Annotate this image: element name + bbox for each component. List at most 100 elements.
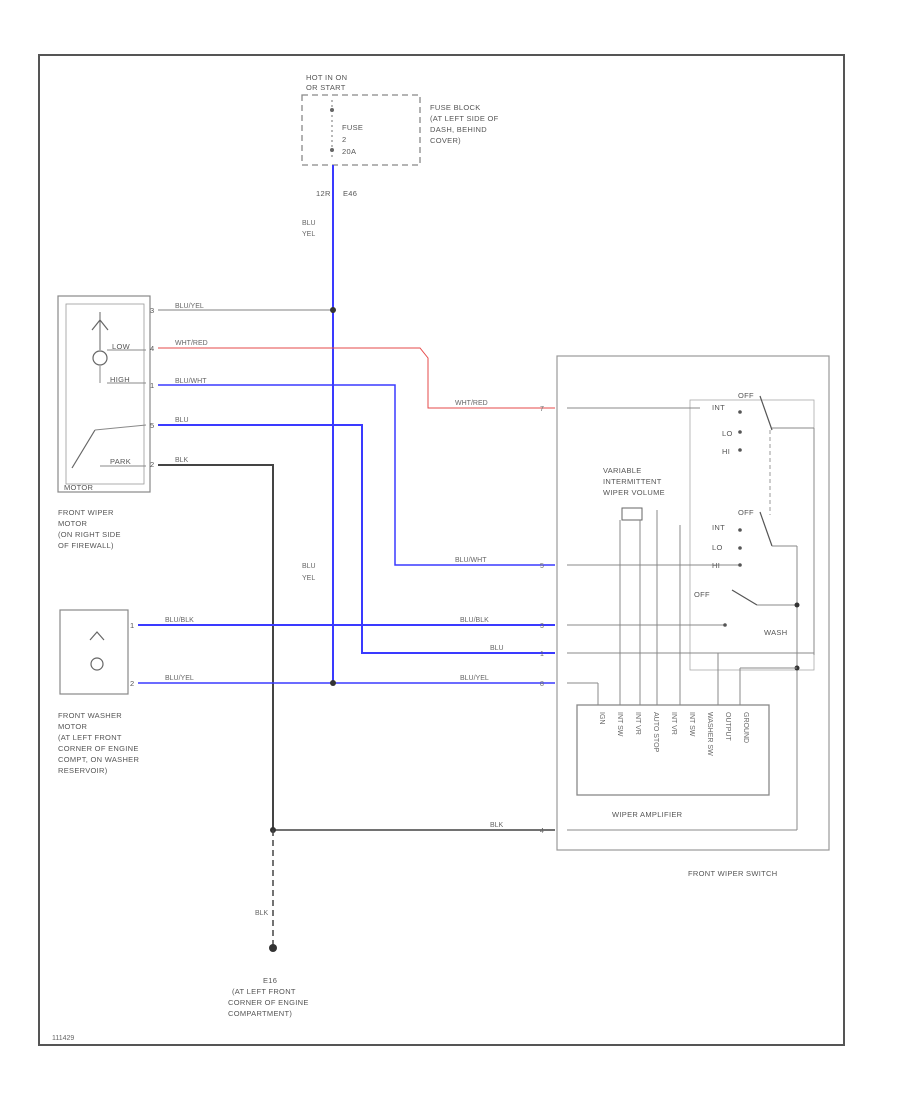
amp-term-int-vr-1: INT VR bbox=[634, 712, 641, 735]
ground-wire-color: BLK bbox=[255, 910, 269, 917]
mid-int-label: INT bbox=[712, 523, 725, 532]
washer-label-1: FRONT WASHER bbox=[58, 711, 122, 720]
figure-id: 111429 bbox=[52, 1035, 74, 1042]
blk-wire bbox=[158, 464, 274, 830]
fuse-location-4: COVER) bbox=[430, 136, 461, 145]
mid-feed-color-2: YEL bbox=[302, 575, 315, 582]
amplifier-terminals: IGN INT SW INT VR AUTO STOP INT VR INT S… bbox=[598, 712, 749, 756]
amp-term-output: OUTPUT bbox=[724, 712, 731, 742]
fuse-block-outline bbox=[301, 94, 421, 166]
top-off-label: OFF bbox=[738, 391, 754, 400]
ground-location-3: COMPARTMENT) bbox=[228, 1009, 292, 1018]
washer-label-3: (AT LEFT FRONT bbox=[58, 733, 122, 742]
wht-red-wire bbox=[158, 347, 555, 409]
mid-feed-color-1: BLU bbox=[302, 563, 316, 570]
motor-high-label: HIGH bbox=[110, 375, 130, 384]
washer-off-label: OFF bbox=[694, 590, 710, 599]
switch-pin-1: 1 bbox=[540, 651, 544, 658]
top-hi-label: HI bbox=[722, 447, 730, 456]
fuse-amperage: 20A bbox=[342, 147, 356, 156]
washer-label-5: COMPT, ON WASHER bbox=[58, 755, 139, 764]
fuse-label: FUSE bbox=[342, 123, 363, 132]
amp-term-int-vr-2: INT VR bbox=[670, 712, 677, 735]
ground-point bbox=[269, 944, 277, 952]
motor-pin-1: 1 bbox=[150, 381, 154, 390]
motor-low-label: LOW bbox=[112, 342, 131, 351]
ground-location-2: CORNER OF ENGINE bbox=[228, 998, 309, 1007]
blu-wht-wire bbox=[158, 384, 555, 566]
washer-pin-1: 1 bbox=[130, 621, 134, 630]
outer-frame bbox=[38, 54, 845, 1046]
washer-wire-blu-blk: BLU/BLK bbox=[165, 617, 194, 624]
front-wiper-motor: LOW HIGH PARK MOTOR 3 4 1 5 2 FRONT WIPE… bbox=[57, 295, 154, 550]
ground-id: E16 bbox=[263, 976, 277, 985]
wiper-motor-label-2: MOTOR bbox=[58, 519, 88, 528]
motor-pin-5: 5 bbox=[150, 421, 154, 430]
motor-wire-blu-yel: BLU/YEL bbox=[175, 303, 204, 310]
washer-label-2: MOTOR bbox=[58, 722, 88, 731]
motor-park-label: PARK bbox=[110, 457, 131, 466]
switch-wire-blk: BLK bbox=[490, 822, 504, 829]
switch-outline bbox=[556, 355, 830, 851]
amp-term-auto-stop: AUTO STOP bbox=[652, 712, 659, 753]
ground-location-1: (AT LEFT FRONT bbox=[232, 987, 296, 996]
wiper-motor-label-1: FRONT WIPER bbox=[58, 508, 114, 517]
wash-label: WASH bbox=[764, 628, 787, 637]
switch-wire-blu: BLU bbox=[490, 645, 504, 652]
variable-label-1: VARIABLE bbox=[603, 466, 642, 475]
washer-label-4: CORNER OF ENGINE bbox=[58, 744, 139, 753]
fuse-pin-label: E46 bbox=[343, 189, 357, 198]
amp-term-washer-sw: WASHER SW bbox=[706, 712, 713, 756]
mid-lo-label: LO bbox=[712, 543, 723, 552]
blu-wire bbox=[158, 424, 555, 654]
top-int-label: INT bbox=[712, 403, 725, 412]
switch-pin-3: 3 bbox=[540, 623, 544, 630]
washer-wire-blu-yel: BLU/YEL bbox=[165, 675, 194, 682]
wiper-amplifier-box bbox=[576, 704, 770, 796]
washer-pin-2: 2 bbox=[130, 679, 134, 688]
motor-pin-2: 2 bbox=[150, 460, 154, 469]
fuse-location-2: (AT LEFT SIDE OF bbox=[430, 114, 499, 123]
variable-label-3: WIPER VOLUME bbox=[603, 488, 665, 497]
top-lo-label: LO bbox=[722, 429, 733, 438]
switch-wire-blu-wht: BLU/WHT bbox=[455, 557, 487, 564]
switch-wire-wht-red: WHT/RED bbox=[455, 400, 488, 407]
motor-wire-wht-red: WHT/RED bbox=[175, 340, 208, 347]
variable-label-2: INTERMITTENT bbox=[603, 477, 662, 486]
wiper-motor-label-4: OF FIREWALL) bbox=[58, 541, 114, 550]
mid-off-label: OFF bbox=[738, 508, 754, 517]
motor-wire-blu: BLU bbox=[175, 417, 189, 424]
amp-term-int-sw-2: INT SW bbox=[688, 712, 695, 737]
wiper-motor-label-3: (ON RIGHT SIDE bbox=[58, 530, 121, 539]
amp-term-ign: IGN bbox=[598, 712, 605, 724]
switch-pin-8: 8 bbox=[540, 681, 544, 688]
switch-wire-blu-yel: BLU/YEL bbox=[460, 675, 489, 682]
motor-wire-blu-wht: BLU/WHT bbox=[175, 378, 207, 385]
wiper-motor-outline bbox=[57, 295, 151, 493]
motor-pin-3: 3 bbox=[150, 306, 154, 315]
fuse-block: HOT IN ON OR START FUSE 2 20A FUSE BLOCK… bbox=[301, 73, 499, 198]
switch-wire-blu-blk: BLU/BLK bbox=[460, 617, 489, 624]
washer-motor-outline bbox=[59, 609, 129, 695]
switch-pin-7: 7 bbox=[540, 406, 544, 413]
motor-motor-label: MOTOR bbox=[64, 483, 94, 492]
fuse-hot-label-2: OR START bbox=[306, 83, 346, 92]
front-wiper-switch: 7 5 3 1 8 4 OFF INT LO HI OFF INT LO HI … bbox=[540, 355, 830, 851]
wiper-amplifier-label: WIPER AMPLIFIER bbox=[612, 810, 683, 819]
fuse-number: 2 bbox=[342, 135, 346, 144]
feed-color-2: YEL bbox=[302, 231, 315, 238]
washer-label-6: RESERVOIR) bbox=[58, 766, 108, 775]
amp-term-ground: GROUND bbox=[742, 712, 749, 743]
motor-wire-blk: BLK bbox=[175, 457, 189, 464]
switch-pin-4: 4 bbox=[540, 828, 544, 835]
feed-color-1: BLU bbox=[302, 220, 316, 227]
mid-hi-label: HI bbox=[712, 561, 720, 570]
fuse-location-3: DASH, BEHIND bbox=[430, 125, 487, 134]
front-washer-motor: 1 2 FRONT WASHER MOTOR (AT LEFT FRONT CO… bbox=[58, 609, 139, 775]
front-wiper-switch-label: FRONT WIPER SWITCH bbox=[688, 869, 777, 878]
fuse-hot-label-1: HOT IN ON bbox=[306, 73, 347, 82]
switch-pin-5: 5 bbox=[540, 563, 544, 570]
amp-term-int-sw-1: INT SW bbox=[616, 712, 623, 737]
